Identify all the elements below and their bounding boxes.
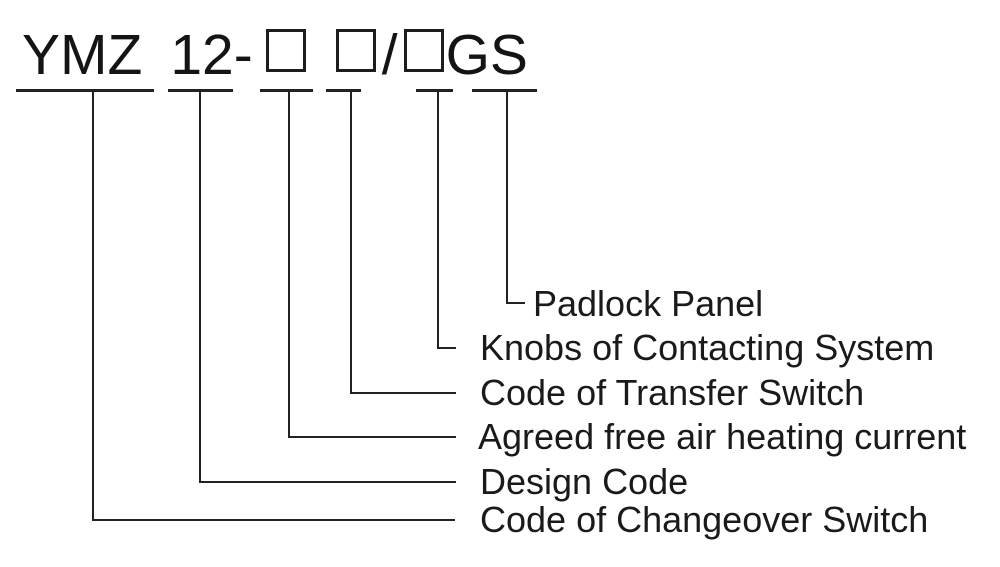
- leader-horizontal-box-2: [350, 392, 456, 394]
- model-slash: /: [381, 23, 398, 87]
- underline-suffix: [472, 89, 537, 92]
- leader-horizontal-prefix: [92, 519, 455, 521]
- leader-horizontal-box-1: [288, 436, 456, 438]
- underline-design-code: [168, 89, 233, 92]
- model-prefix: YMZ: [22, 23, 143, 87]
- model-suffix: GS: [445, 23, 528, 87]
- leader-horizontal-suffix: [506, 302, 525, 304]
- label-knobs-contacting-system: Knobs of Contacting System: [480, 327, 935, 368]
- leader-vertical-design-code: [199, 91, 201, 482]
- leader-vertical-suffix: [506, 91, 508, 304]
- leader-vertical-prefix: [92, 91, 94, 521]
- placeholder-box-3: [403, 29, 444, 72]
- leader-horizontal-design-code: [199, 481, 456, 483]
- underline-box-1: [260, 89, 313, 92]
- label-design-code: Design Code: [480, 461, 689, 502]
- leader-vertical-box-1: [288, 91, 290, 437]
- underline-box-3: [416, 89, 453, 92]
- label-code-transfer-switch: Code of Transfer Switch: [480, 372, 865, 413]
- leader-vertical-box-2: [350, 91, 352, 393]
- label-code-changeover-switch: Code of Changeover Switch: [480, 499, 929, 540]
- placeholder-box-1: [265, 29, 306, 72]
- underline-prefix: [16, 89, 154, 92]
- leader-horizontal-box-3: [437, 347, 456, 349]
- model-design-code: 12-: [170, 23, 253, 87]
- underline-box-2: [326, 89, 361, 92]
- label-padlock-panel: Padlock Panel: [533, 283, 764, 324]
- model-code: YMZ 12- / GS: [22, 23, 528, 87]
- leader-vertical-box-3: [437, 91, 439, 348]
- label-agreed-free-air-current: Agreed free air heating current: [478, 416, 967, 457]
- placeholder-box-2: [335, 29, 376, 72]
